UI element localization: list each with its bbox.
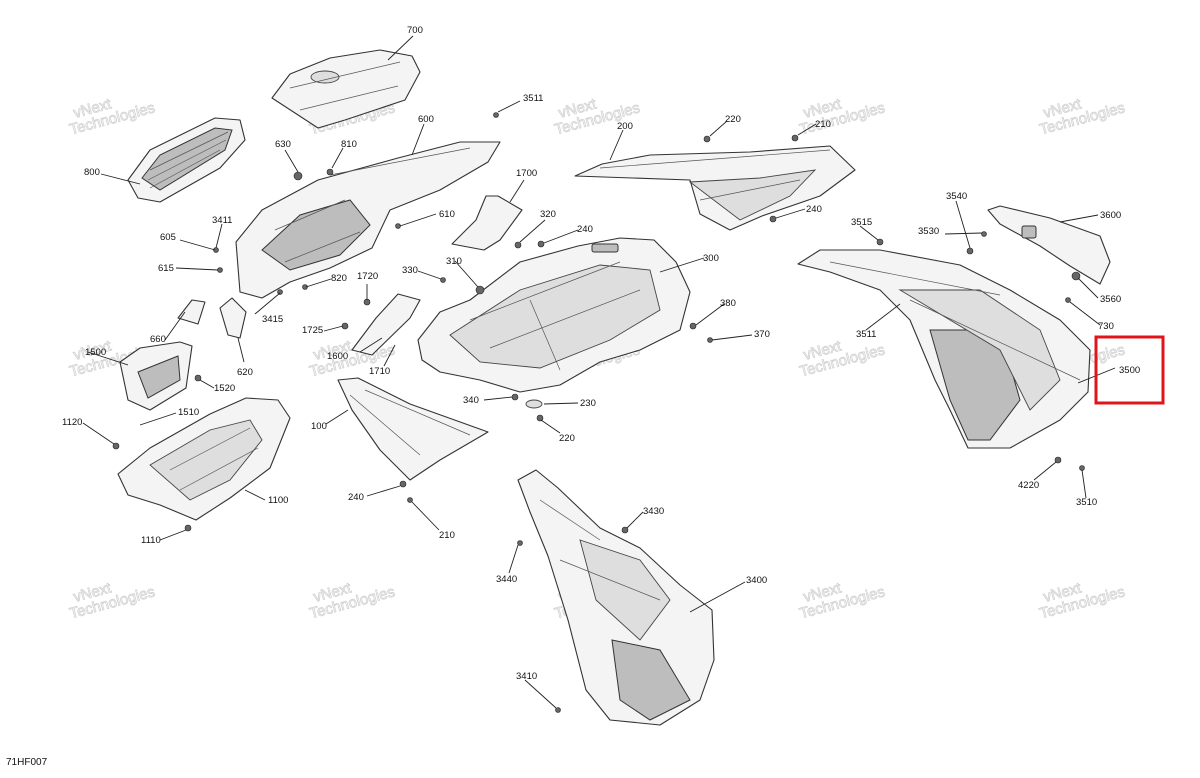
callout-240[interactable]: 240 <box>348 492 364 503</box>
part-300-center-tub <box>417 237 691 393</box>
callout-310[interactable]: 310 <box>446 256 462 267</box>
callout-370[interactable]: 370 <box>754 329 770 340</box>
callout-630[interactable]: 630 <box>275 139 291 150</box>
callout-340[interactable]: 340 <box>463 395 479 406</box>
callout-300[interactable]: 300 <box>703 253 719 264</box>
callout-210[interactable]: 210 <box>439 530 455 541</box>
part-1100-skid-plate <box>117 397 291 521</box>
callout-600[interactable]: 600 <box>418 114 434 125</box>
callout-200[interactable]: 200 <box>617 121 633 132</box>
callout-1700[interactable]: 1700 <box>516 168 537 179</box>
callout-1710[interactable]: 1710 <box>369 366 390 377</box>
part-660-panel <box>177 299 206 325</box>
callout-3600[interactable]: 3600 <box>1100 210 1121 221</box>
callout-220[interactable]: 220 <box>559 433 575 444</box>
watermark: vNext Technologies <box>67 579 157 623</box>
callout-800[interactable]: 800 <box>84 167 100 178</box>
callout-240[interactable]: 240 <box>806 204 822 215</box>
callout-730[interactable]: 730 <box>1098 321 1114 332</box>
callout-330[interactable]: 330 <box>402 265 418 276</box>
watermark: vNext Technologies <box>797 579 887 623</box>
part-3600-panel <box>987 205 1111 285</box>
callout-240[interactable]: 240 <box>577 224 593 235</box>
part-700-top-cover <box>271 49 421 129</box>
part-1700-duct <box>451 195 523 251</box>
callout-380[interactable]: 380 <box>720 298 736 309</box>
callout-700[interactable]: 700 <box>407 25 423 36</box>
callout-1510[interactable]: 1510 <box>178 407 199 418</box>
hardware-fasteners <box>112 112 1085 713</box>
callout-1520[interactable]: 1520 <box>214 383 235 394</box>
callout-820[interactable]: 820 <box>331 273 347 284</box>
watermark: vNext Technologies <box>1037 95 1127 139</box>
callout-1600[interactable]: 1600 <box>327 351 348 362</box>
callout-3511[interactable]: 3511 <box>856 329 876 340</box>
callout-210[interactable]: 210 <box>815 119 831 130</box>
callout-1120[interactable]: 1120 <box>62 417 82 428</box>
callout-1500[interactable]: 1500 <box>85 347 106 358</box>
callout-810[interactable]: 810 <box>341 139 357 150</box>
part-1720-panel <box>351 293 421 356</box>
callout-230[interactable]: 230 <box>580 398 596 409</box>
callout-3500[interactable]: 3500 <box>1119 365 1140 376</box>
part-600-front-fascia <box>235 141 501 299</box>
callout-4220[interactable]: 4220 <box>1018 480 1039 491</box>
watermark: vNext Technologies <box>797 95 887 139</box>
leader-lines <box>82 35 1116 709</box>
callout-1720[interactable]: 1720 <box>357 271 378 282</box>
callout-3510[interactable]: 3510 <box>1076 497 1097 508</box>
callout-3400[interactable]: 3400 <box>746 575 767 586</box>
selected-part-highlight <box>1094 335 1165 405</box>
watermark: vNext Technologies <box>1037 579 1127 623</box>
part-800-grille <box>127 117 246 203</box>
callout-3540[interactable]: 3540 <box>946 191 967 202</box>
callout-220[interactable]: 220 <box>725 114 741 125</box>
callout-3560[interactable]: 3560 <box>1100 294 1121 305</box>
watermark: vNext Technologies <box>307 579 397 623</box>
callout-1110[interactable]: 1110 <box>141 535 161 546</box>
figure-id: 71HF007 <box>6 757 48 768</box>
callout-3440[interactable]: 3440 <box>496 574 517 585</box>
callout-3511[interactable]: 3511 <box>523 93 543 104</box>
part-200-hood <box>574 145 856 231</box>
watermark: vNext Technologies <box>67 95 157 139</box>
part-3500-side-panel <box>797 249 1091 449</box>
callout-100[interactable]: 100 <box>311 421 327 432</box>
callout-3430[interactable]: 3430 <box>643 506 664 517</box>
callout-605[interactable]: 605 <box>160 232 176 243</box>
callout-3410[interactable]: 3410 <box>516 671 537 682</box>
callout-3411[interactable]: 3411 <box>212 215 232 226</box>
callout-615[interactable]: 615 <box>158 263 174 274</box>
part-100-side-rail <box>337 377 489 481</box>
callout-3530[interactable]: 3530 <box>918 226 939 237</box>
callout-3515[interactable]: 3515 <box>851 217 872 228</box>
callout-1100[interactable]: 1100 <box>268 495 288 506</box>
callout-320[interactable]: 320 <box>540 209 556 220</box>
callout-3415[interactable]: 3415 <box>262 314 283 325</box>
part-1500-bracket <box>119 341 193 411</box>
callout-610[interactable]: 610 <box>439 209 455 220</box>
part-3400-side-panel <box>517 469 715 726</box>
callout-660[interactable]: 660 <box>150 334 166 345</box>
callout-1725[interactable]: 1725 <box>302 325 323 336</box>
callout-620[interactable]: 620 <box>237 367 253 378</box>
callout-labels: 700 3511 600 630 810 800 3411 605 615 61… <box>62 25 1140 682</box>
part-620-clip <box>219 297 247 339</box>
